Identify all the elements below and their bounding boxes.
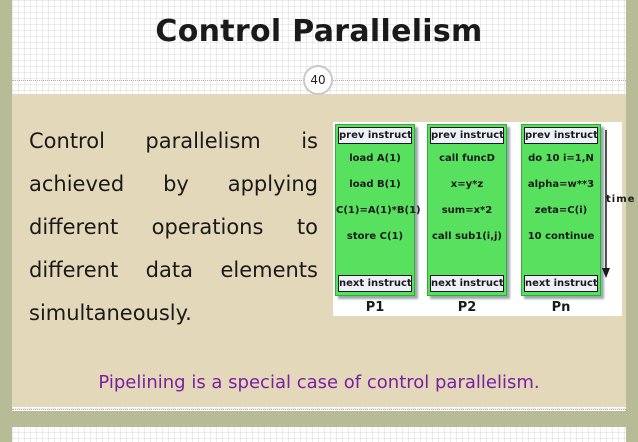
bottom-bar — [12, 411, 626, 427]
instruction: call funcD — [439, 153, 495, 164]
processor-p1-column: prev instruct load A(1) load B(1) C(1)=A… — [335, 124, 421, 296]
page-number-badge: 40 — [303, 65, 333, 95]
footer-note: Pipelining is a special case of control … — [98, 372, 540, 393]
body-line: different data elements — [29, 258, 318, 282]
processor-footer: next instruct — [338, 275, 412, 292]
processor-label: Pn — [551, 300, 571, 315]
body-line: Control parallelism is — [29, 129, 318, 153]
time-axis-label: time — [606, 194, 636, 205]
processor-footer: next instruct — [430, 275, 504, 292]
bottom-divider — [12, 409, 626, 410]
control-parallelism-diagram: prev instruct load A(1) load B(1) C(1)=A… — [333, 122, 636, 316]
instruction: load B(1) — [349, 179, 401, 190]
instruction: zeta=C(i) — [534, 205, 588, 216]
right-side-bar — [626, 0, 638, 442]
processor-header: prev instruct — [524, 127, 598, 144]
body-line: simultaneously. — [29, 301, 192, 325]
instruction: 10 continue — [527, 231, 595, 242]
instruction: x=y*z — [450, 179, 484, 190]
processor-pn-column: prev instruct do 10 i=1,N alpha=w**3 zet… — [521, 124, 601, 296]
slide-title: Control Parallelism — [155, 14, 483, 49]
processor-footer: next instruct — [524, 275, 598, 292]
body-line: achieved by applying — [29, 172, 318, 196]
instruction: call sub1(i,j) — [432, 231, 502, 242]
instruction: alpha=w**3 — [527, 179, 595, 190]
body-line: different operations to — [29, 215, 318, 239]
body-text: Control parallelism is achieved by apply… — [29, 120, 318, 335]
instruction: store C(1) — [346, 231, 404, 242]
processor-header: prev instruct — [430, 127, 504, 144]
instruction: do 10 i=1,N — [528, 153, 594, 164]
processor-p2-column: prev instruct call funcD x=y*z sum=x*2 c… — [427, 124, 507, 296]
left-side-bar — [0, 0, 12, 442]
instruction: C(1)=A(1)*B(1) — [336, 205, 421, 216]
processor-label: P2 — [457, 300, 477, 315]
instruction: load A(1) — [349, 153, 401, 164]
instruction: sum=x*2 — [441, 205, 493, 216]
processor-label: P1 — [365, 300, 385, 315]
time-arrow-icon — [602, 130, 610, 278]
processor-header: prev instruct — [338, 127, 412, 144]
